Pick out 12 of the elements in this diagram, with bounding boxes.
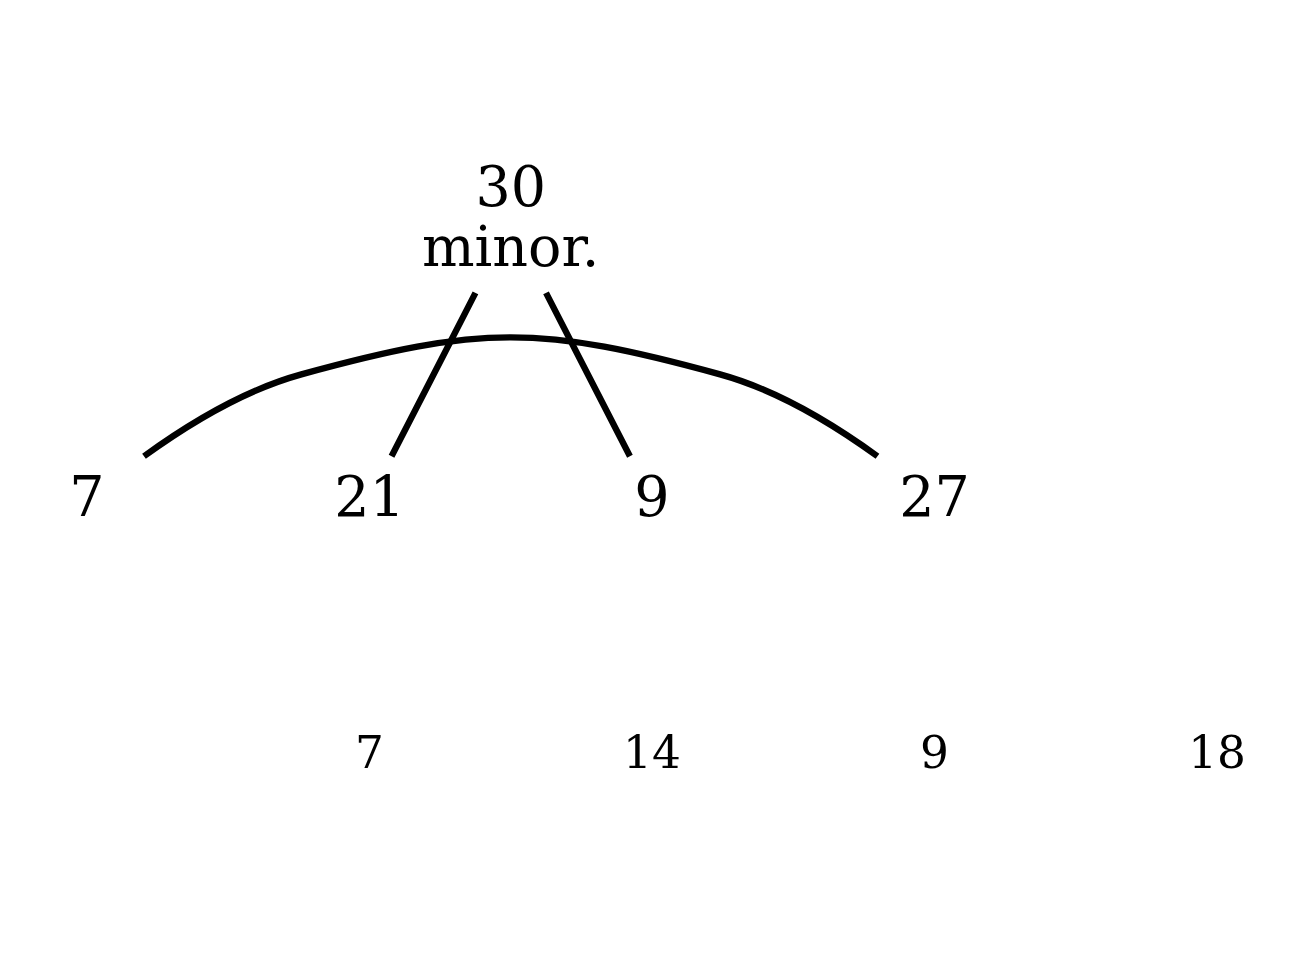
- node-text: 21: [334, 463, 405, 529]
- label: 9: [920, 725, 949, 779]
- node-text: 7: [69, 463, 105, 529]
- node-text: 9: [634, 463, 670, 529]
- node-text: 30 minor.: [421, 153, 600, 280]
- node-text: 27: [899, 463, 970, 529]
- label: 7: [355, 725, 384, 779]
- label: 14: [623, 725, 681, 779]
- connector: [543, 291, 633, 458]
- connector: [142, 334, 880, 459]
- connector: [388, 291, 479, 458]
- label: 18: [1188, 725, 1246, 779]
